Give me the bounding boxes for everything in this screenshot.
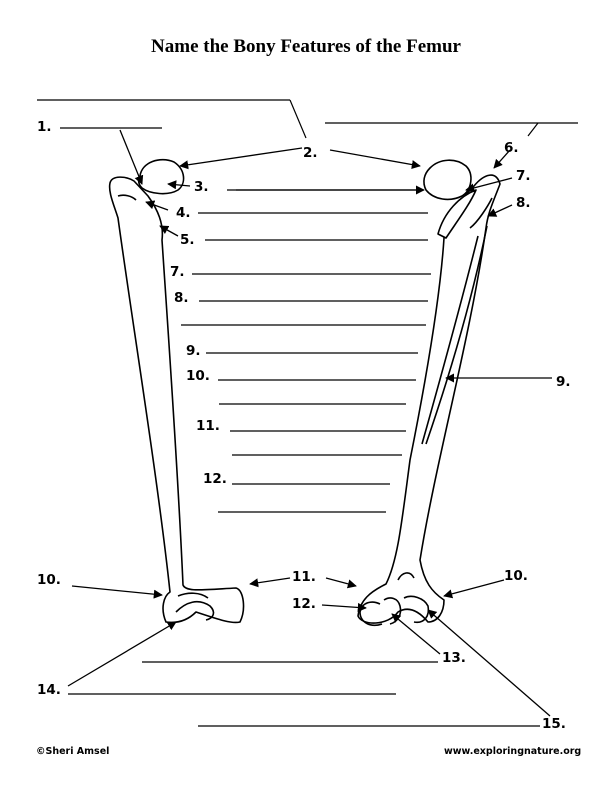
- arrow-8: [487, 204, 513, 217]
- anterior-femur-head: [137, 158, 185, 195]
- arrow-7: [465, 177, 513, 193]
- anterior-femur: [108, 158, 245, 624]
- label-7-right: 7.: [516, 168, 531, 184]
- arrow-10-right: [443, 579, 505, 599]
- anterior-femur-shaft: [108, 176, 245, 624]
- label-10-left: 10.: [37, 572, 61, 588]
- number-labels: 1. 2. 3. 4. 5. 6. 7. 8. 7. 8. 9. 10. 11.…: [37, 119, 571, 732]
- arrow-15: [427, 609, 551, 717]
- posterior-femur-shaft: [357, 174, 501, 624]
- answer-line-2-connector: [289, 99, 307, 139]
- arrow-1: [119, 129, 144, 185]
- label-8-right: 8.: [516, 195, 531, 211]
- label-9-right: 9.: [556, 374, 571, 390]
- label-7: 7.: [170, 264, 185, 280]
- arrow-11-right: [325, 577, 357, 589]
- arrow-10-left: [71, 585, 163, 599]
- website-text: www.exploringnature.org: [444, 746, 582, 757]
- label-10-right: 10.: [504, 568, 528, 584]
- page-title: Name the Bony Features of the Femur: [151, 36, 461, 57]
- answer-lines: [37, 99, 578, 727]
- posterior-femur-head: [423, 159, 472, 201]
- label-4: 4.: [176, 205, 191, 221]
- label-12: 12.: [203, 471, 227, 487]
- arrow-6: [493, 149, 511, 169]
- label-6: 6.: [504, 140, 519, 156]
- arrow-3-left: [167, 180, 191, 190]
- label-14: 14.: [37, 682, 61, 698]
- label-12-bottom: 12.: [292, 596, 316, 612]
- label-5: 5.: [180, 232, 195, 248]
- label-2: 2.: [303, 145, 318, 161]
- arrow-4: [145, 200, 169, 211]
- arrow-2-left: [179, 147, 303, 170]
- label-10: 10.: [186, 368, 210, 384]
- copyright-text: ©Sheri Amsel: [36, 746, 110, 757]
- arrow-5: [159, 225, 179, 237]
- label-11: 11.: [196, 418, 220, 434]
- label-15: 15.: [542, 716, 566, 732]
- label-13: 13.: [442, 650, 466, 666]
- label-1: 1.: [37, 119, 52, 135]
- posterior-femur: [357, 159, 501, 627]
- arrow-13: [391, 613, 441, 655]
- label-3: 3.: [194, 179, 209, 195]
- arrow-12: [321, 602, 367, 612]
- arrow-14: [67, 621, 177, 687]
- label-8: 8.: [174, 290, 189, 306]
- answer-line-6-connector: [527, 122, 539, 137]
- arrow-2-right: [329, 149, 421, 170]
- label-11-bottom: 11.: [292, 569, 316, 585]
- arrow-11-left: [249, 577, 291, 588]
- label-9: 9.: [186, 343, 201, 359]
- leader-arrows: [67, 129, 552, 717]
